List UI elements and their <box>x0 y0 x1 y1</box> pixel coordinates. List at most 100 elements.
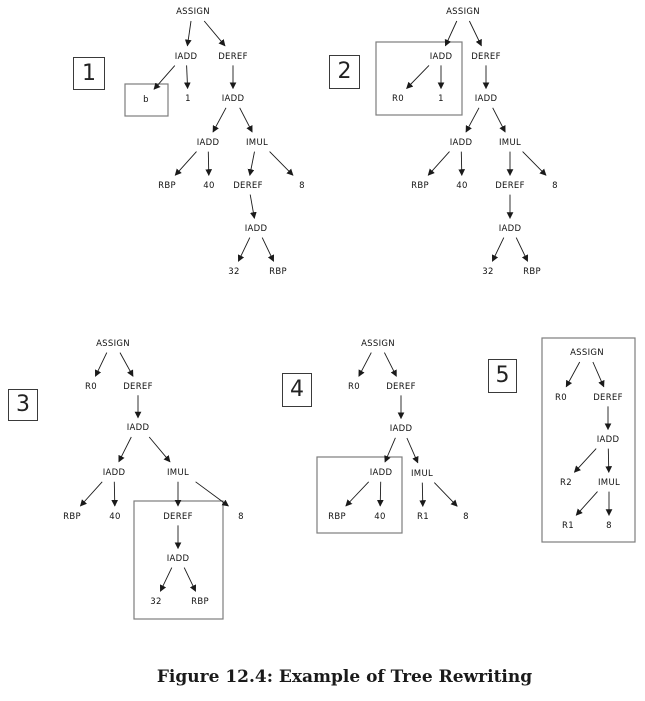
tree3-node-deref: DEREF <box>123 381 153 392</box>
tree1-node-1: 1 <box>185 93 191 104</box>
tree3-node-rbp: RBP <box>63 511 81 522</box>
edge-arrow <box>269 151 294 176</box>
edge-arrow <box>247 151 255 176</box>
edge-arrow <box>239 107 253 133</box>
tree1-node-iadd: IADD <box>196 137 220 148</box>
edge-arrow <box>183 65 191 90</box>
edge-arrow <box>203 20 226 47</box>
edge-arrow <box>119 352 134 377</box>
tree1-node-iadd: IADD <box>244 223 268 234</box>
tree2-node-1: 1 <box>438 93 444 104</box>
tree4-node-assign: ASSIGN <box>361 338 395 349</box>
tree1-node-deref: DEREF <box>218 51 248 62</box>
tree2-node-8: 8 <box>552 180 558 191</box>
edge-arrow <box>183 567 197 592</box>
tree1-node-iadd: IADD <box>174 51 198 62</box>
edge-arrow <box>465 107 480 133</box>
edge-arrow <box>458 151 466 176</box>
edge-arrow <box>153 65 176 90</box>
tree1-node-40: 40 <box>203 180 215 191</box>
edge-arrow <box>376 481 384 507</box>
tree3-node-iadd: IADD <box>166 553 190 564</box>
tree4-node-deref: DEREF <box>386 381 416 392</box>
tree3-node-imul: IMUL <box>167 467 189 478</box>
edge-arrow <box>237 237 251 262</box>
rewrite-highlight-box <box>124 83 169 117</box>
tree4-node-8: 8 <box>463 511 469 522</box>
edge-arrow <box>565 361 581 388</box>
tree2-node-deref: DEREF <box>495 180 525 191</box>
tree3-node-32: 32 <box>150 596 162 607</box>
tree2-node-assign: ASSIGN <box>446 6 480 17</box>
edge-arrow <box>419 482 427 507</box>
step-badge-4: 4 <box>282 373 312 407</box>
tree2-node-iadd: IADD <box>498 223 522 234</box>
tree5-node-deref: DEREF <box>593 392 623 403</box>
edge-arrow <box>491 237 505 262</box>
tree4-node-40: 40 <box>374 511 386 522</box>
tree4-node-iadd: IADD <box>369 467 393 478</box>
edge-arrow <box>79 481 103 507</box>
tree4-node-rbp: RBP <box>328 511 346 522</box>
tree2-node-iadd: IADD <box>429 51 453 62</box>
tree1-node-rbp: RBP <box>158 180 176 191</box>
edge-arrow <box>184 20 192 47</box>
tree1-node-b: b <box>143 94 149 105</box>
tree5-node-8: 8 <box>606 520 612 531</box>
tree1-node-iadd: IADD <box>221 93 245 104</box>
tree2-node-imul: IMUL <box>499 137 521 148</box>
edge-arrow <box>492 107 506 133</box>
tree4-node-iadd: IADD <box>389 423 413 434</box>
edge-arrow <box>605 448 613 473</box>
edge-arrow <box>345 481 370 507</box>
edge-arrow <box>573 448 597 473</box>
tree5-node-r2: R2 <box>560 477 572 488</box>
tree2-node-rbp: RBP <box>523 266 541 277</box>
edge-arrow <box>249 194 257 219</box>
edge-arrow <box>444 20 458 47</box>
tree2-node-32: 32 <box>482 266 494 277</box>
step-badge-3: 3 <box>8 389 38 421</box>
tree1-node-rbp: RBP <box>269 266 287 277</box>
tree1-node-8: 8 <box>299 180 305 191</box>
tree1-node-assign: ASSIGN <box>176 6 210 17</box>
edge-arrow <box>384 437 396 463</box>
step-badge-5: 5 <box>488 359 517 393</box>
tree4-node-r1: R1 <box>417 511 429 522</box>
tree2-node-deref: DEREF <box>471 51 501 62</box>
edge-arrow <box>358 352 372 377</box>
tree3-node-iadd: IADD <box>102 467 126 478</box>
edge-arrow <box>159 567 173 592</box>
tree5-node-r0: R0 <box>555 392 567 403</box>
tree3-node-r0: R0 <box>85 381 97 392</box>
edge-arrow <box>427 151 450 176</box>
tree3-node-iadd: IADD <box>126 422 150 433</box>
tree2-node-r0: R0 <box>392 93 404 104</box>
tree1-node-imul: IMUL <box>246 137 268 148</box>
edge-arrow <box>205 151 213 176</box>
tree3-node-rbp: RBP <box>191 596 209 607</box>
tree2-node-iadd: IADD <box>474 93 498 104</box>
edge-arrow <box>261 237 275 262</box>
edge-arrow <box>515 237 529 262</box>
edge-arrow <box>406 437 419 464</box>
tree1-node-deref: DEREF <box>233 180 263 191</box>
edge-arrow <box>148 436 171 463</box>
tree4-node-imul: IMUL <box>411 468 433 479</box>
tree2-node-iadd: IADD <box>449 137 473 148</box>
edge-arrow <box>111 481 119 507</box>
edge-arrow <box>468 20 482 47</box>
edge-arrow <box>118 436 132 463</box>
rewrite-highlight-box <box>316 456 403 534</box>
rewrite-highlight-box <box>375 41 463 116</box>
tree4-node-r0: R0 <box>348 381 360 392</box>
edge-arrow <box>94 352 108 377</box>
tree5-node-assign: ASSIGN <box>570 347 604 358</box>
tree3-node-deref: DEREF <box>163 511 193 522</box>
tree2-node-40: 40 <box>456 180 468 191</box>
edge-arrow <box>575 491 598 516</box>
rewrite-highlight-box <box>541 337 636 543</box>
edge-arrow <box>433 482 458 507</box>
